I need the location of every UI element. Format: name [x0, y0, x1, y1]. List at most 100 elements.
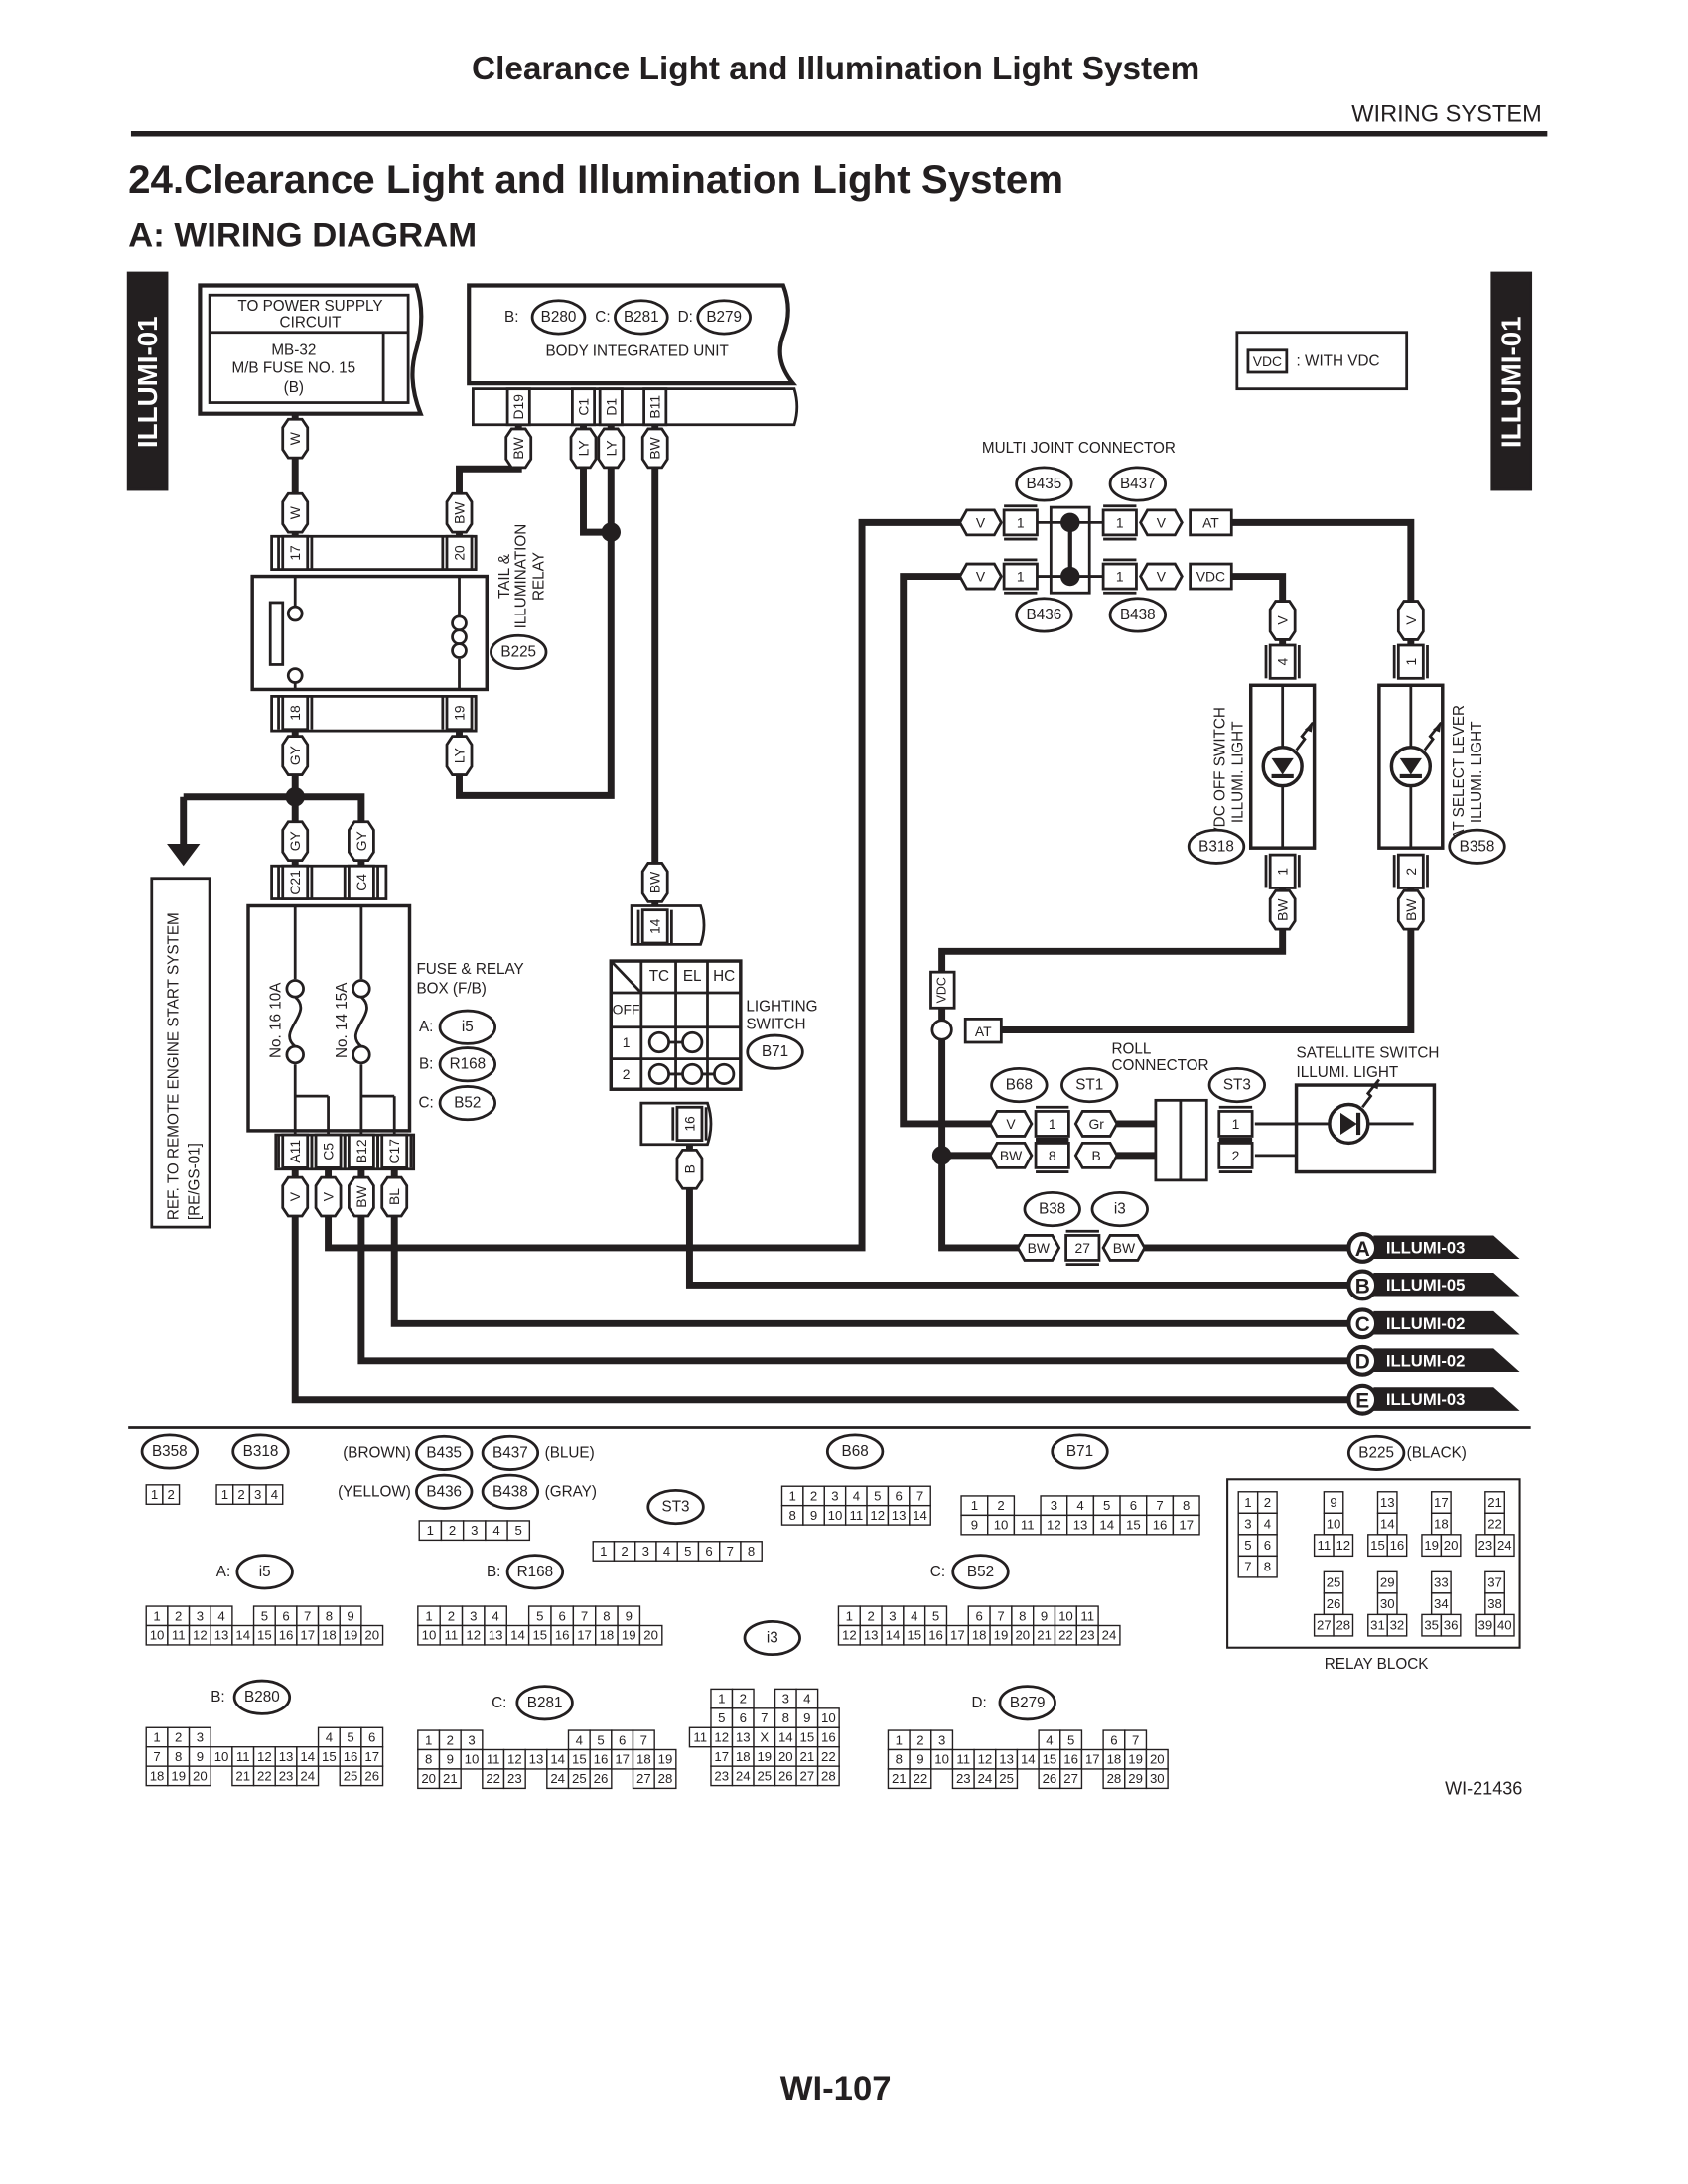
remote-ref-text: REF. TO REMOTE ENGINE START SYSTEM	[166, 912, 183, 1220]
pin-box	[380, 1133, 409, 1169]
connector-pin-number: 9	[971, 1518, 978, 1533]
connector-oval	[1108, 466, 1167, 502]
junction-dot	[1060, 512, 1080, 533]
connector-pin	[1172, 1514, 1200, 1536]
connector-oval	[438, 1046, 496, 1083]
connector-pin-number: 3	[468, 1732, 475, 1747]
connector-pin-number: 21	[800, 1749, 815, 1764]
connector-pin-number: 19	[757, 1749, 772, 1764]
connector-oval	[481, 1473, 540, 1510]
connector-pin-number: 13	[864, 1628, 879, 1643]
relay-block-pin-number: 4	[1264, 1517, 1271, 1532]
connector-pin-number: 24	[300, 1768, 315, 1783]
connector-pin-number: 2	[175, 1730, 182, 1745]
connector-pin	[296, 1765, 320, 1787]
wire-color-text: V	[976, 569, 986, 585]
connector-pin-number: 3	[831, 1488, 838, 1503]
connector-prefix: A:	[216, 1564, 230, 1580]
connector-pin-number: 19	[171, 1768, 186, 1783]
connector-pin-number: 21	[892, 1771, 907, 1786]
switch-row-label: OFF	[613, 1002, 640, 1018]
switch-column-header: HC	[713, 968, 735, 985]
at-tag	[963, 1018, 1003, 1044]
connector-pin-number: 1	[153, 1730, 160, 1745]
wire-color-label	[281, 820, 310, 863]
connector-pin	[502, 1768, 526, 1790]
connector-pin-number: 7	[761, 1710, 768, 1725]
relay-label: TAIL &	[496, 554, 513, 599]
connector-pin-number: 25	[999, 1771, 1014, 1786]
relay-block-pin-number: 13	[1380, 1495, 1395, 1510]
pin-box	[281, 1133, 310, 1169]
connector-pin-number: 18	[972, 1628, 987, 1643]
pin-box	[281, 534, 310, 571]
header-diagonal	[610, 960, 642, 994]
pin-number: C5	[321, 1143, 337, 1160]
connector-pin-number: 2	[810, 1488, 817, 1503]
wire-color-text: BL	[386, 1188, 402, 1205]
connector-pin-number: 17	[1085, 1752, 1100, 1767]
pin-box	[675, 1105, 704, 1142]
connector-pin-number: 17	[364, 1749, 379, 1764]
connector-pin-number: 1	[425, 1732, 432, 1747]
connector-pin-number: 3	[782, 1692, 789, 1706]
connector-id: B38	[1039, 1201, 1065, 1218]
pin-number: 27	[1075, 1240, 1091, 1256]
pin-box	[1034, 1142, 1070, 1169]
fuse-label: M/B FUSE NO. 15	[231, 359, 355, 376]
wire-color-label	[314, 1175, 343, 1218]
continuation-marker	[1346, 1307, 1379, 1340]
connector-pin-number: X	[760, 1730, 769, 1745]
connector-pin-number: 5	[261, 1608, 268, 1623]
pin-number: 1	[1275, 868, 1291, 876]
connector-pin-number: 8	[175, 1749, 182, 1764]
fuse-box-label: FUSE & RELAY	[416, 961, 523, 978]
option-tag	[1189, 508, 1233, 537]
wire-color-label	[958, 508, 1003, 537]
connector-pin-number: 26	[778, 1768, 793, 1783]
connector-pin-number: 12	[842, 1628, 857, 1643]
connector-id: ST3	[662, 1499, 690, 1516]
connector-oval	[646, 1488, 705, 1526]
connector-pin-number: 15	[800, 1730, 815, 1745]
connector-id: B225	[500, 643, 536, 660]
connector-oval	[438, 1009, 496, 1045]
side-tab-left	[126, 271, 169, 491]
pin-box	[445, 534, 474, 571]
connector-prefix: D:	[678, 309, 693, 326]
connector-pin-number: 23	[956, 1771, 971, 1786]
connector-pin-number: 26	[594, 1771, 609, 1786]
pin-box	[347, 1133, 375, 1169]
fuse-icon	[285, 1044, 305, 1065]
relay-label: RELAY	[531, 552, 548, 601]
connector-pin-number: 12	[714, 1730, 729, 1745]
connector-pin-number: 16	[928, 1628, 943, 1643]
connector-color-note: (BROWN)	[343, 1444, 411, 1461]
connector-pin-number: 10	[934, 1752, 949, 1767]
relay-block-pin	[1440, 1613, 1462, 1637]
relay-block-pin-number: 38	[1487, 1596, 1502, 1611]
connector-pin-number: 11	[1080, 1608, 1094, 1623]
connector-pin-number: 15	[907, 1628, 921, 1643]
pin-number: 18	[287, 705, 303, 721]
connector-pin-number: 11	[487, 1752, 500, 1767]
connector-pin-number: 15	[257, 1628, 272, 1643]
pin-number: B11	[647, 395, 663, 419]
switch-contact-icon	[647, 1062, 670, 1086]
relay-block-pin-number: 12	[1336, 1538, 1350, 1553]
wire-color-label	[1139, 562, 1184, 591]
connector-pin-number: 9	[810, 1508, 817, 1523]
connector-pin-number: 7	[640, 1732, 647, 1747]
wire-color-label	[640, 862, 669, 903]
connector-id: B437	[492, 1444, 528, 1461]
connector-pin-number: 9	[916, 1752, 923, 1767]
connector-oval	[530, 299, 587, 336]
connector-pin-number: 10	[150, 1628, 165, 1643]
connector-pin-number: 18	[150, 1768, 165, 1783]
switch-row-label: 1	[623, 1034, 631, 1050]
section-name: WIRING SYSTEM	[1351, 101, 1542, 127]
relay-block-pin-number: 6	[1264, 1538, 1271, 1553]
connector-pin-number: 6	[559, 1608, 566, 1623]
junction-dot	[601, 522, 621, 542]
connector-pin-number: 11	[1021, 1518, 1035, 1533]
